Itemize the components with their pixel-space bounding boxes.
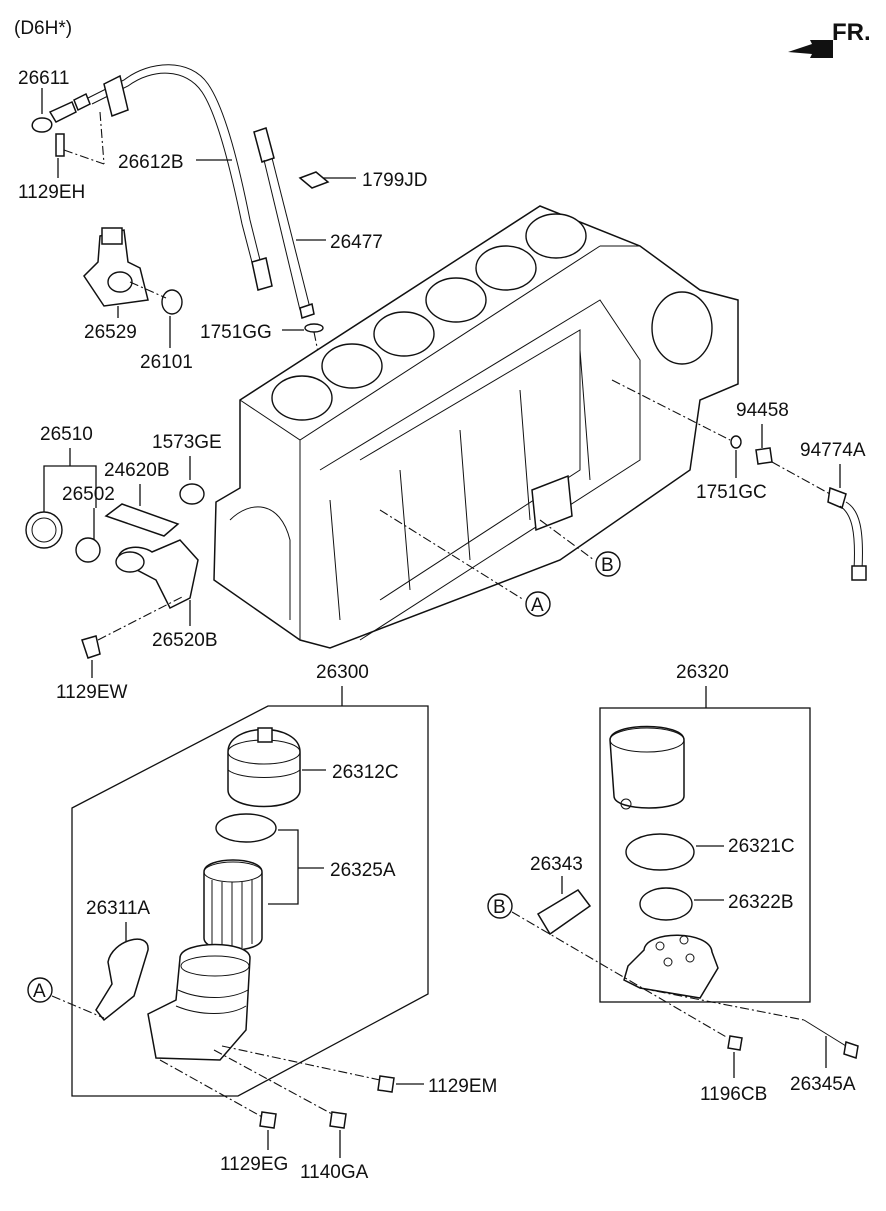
bolt-26345a-icon [843,1041,859,1059]
dipstick-ring-icon [31,117,53,133]
part-label-26300: 26300 [316,662,369,683]
engine-variant-label: (D6H*) [14,18,72,39]
cylinder-block [213,205,739,649]
o-ring-26502-icon [75,537,101,563]
part-label-94774a: 94774A [800,440,866,461]
part-label-26321c: 26321C [728,836,795,857]
part-label-26510: 26510 [40,424,93,445]
part-label-26343: 26343 [530,854,583,875]
gasket-26343-icon [536,889,592,936]
front-direction-label: FR. [832,19,871,46]
part-label-1751gc: 1751GC [696,482,767,503]
filter-base-26320 [623,934,719,999]
o-ring-26321c-icon [625,833,695,871]
filter-element-26325a [203,859,263,951]
reference-b-circle [595,551,621,577]
o-ring-26325a-icon [215,813,277,843]
filter-assembly-26320-outline [599,707,811,1003]
o-ring-1751gg-icon [304,323,324,333]
bolt-1129ew-icon [81,635,101,659]
bolt-1129eg-icon [259,1111,277,1129]
part-label-1129eg: 1129EG [220,1154,288,1175]
part-label-26101: 26101 [140,352,193,373]
fitting-94458-icon [755,447,773,465]
part-label-26529: 26529 [84,322,137,343]
part-label-1129eh: 1129EH [18,182,85,203]
bolt-1196cb-icon [727,1035,743,1051]
oil-level-gauge-assembly [31,64,315,319]
part-label-26325a: 26325A [330,860,396,881]
dipstick-tube-end [251,257,273,291]
part-label-26322b: 26322B [728,892,794,913]
part-label-26611: 26611 [18,68,69,89]
part-label-1751gg: 1751GG [200,322,272,343]
bolt-1140ga-icon [329,1111,347,1129]
part-label-26311a: 26311A [86,898,150,919]
part-label-26312c: 26312C [332,762,399,783]
part-label-26320: 26320 [676,662,729,683]
o-ring-1751gc-icon [730,435,742,449]
bolt-1129eh-icon [55,133,65,157]
bolt-1129em-icon [377,1075,395,1093]
filter-cap-26312c [227,727,301,808]
reference-a-label: A [531,595,544,616]
part-label-1129ew: 1129EW [56,682,128,703]
oil-filler-cap-26510-icon [25,511,63,549]
gasket-24620b-icon [104,503,180,537]
filler-neck-26520b-icon [117,539,199,610]
part-label-1573ge: 1573GE [152,432,222,453]
front-arrow-icon [788,40,833,58]
outlet-housing-26529 [83,227,149,307]
clip-1799jd-icon [298,171,330,189]
filter-canister-26320 [609,725,685,810]
gasket-26311a-icon [95,938,149,1022]
part-label-1129em: 1129EM [428,1076,497,1097]
part-label-26502: 26502 [62,484,115,505]
part-label-26345a: 26345A [790,1074,856,1095]
reference-b-circle-filter [487,893,513,919]
filter-assembly-26300-outline [71,705,429,1097]
filter-housing [147,943,251,1061]
part-label-26477: 26477 [330,232,383,253]
part-label-24620b: 24620B [104,460,170,481]
reference-b-label: B [601,555,614,576]
part-label-26612b: 26612B [118,152,184,173]
plug-1573ge-icon [179,483,205,505]
part-label-1799jd: 1799JD [362,170,428,191]
element-26322b-icon [639,887,693,921]
part-label-26520b: 26520B [152,630,218,651]
part-label-1140ga: 1140GA [300,1162,369,1183]
reference-a-circle [525,591,551,617]
gasket-26101-icon [161,289,183,315]
reference-b-label-filter: B [493,897,506,918]
reference-a-label-filter: A [33,981,46,1002]
part-label-1196cb: 1196CB [700,1084,767,1105]
reference-a-circle-filter [27,977,53,1003]
part-label-94458: 94458 [736,400,789,421]
